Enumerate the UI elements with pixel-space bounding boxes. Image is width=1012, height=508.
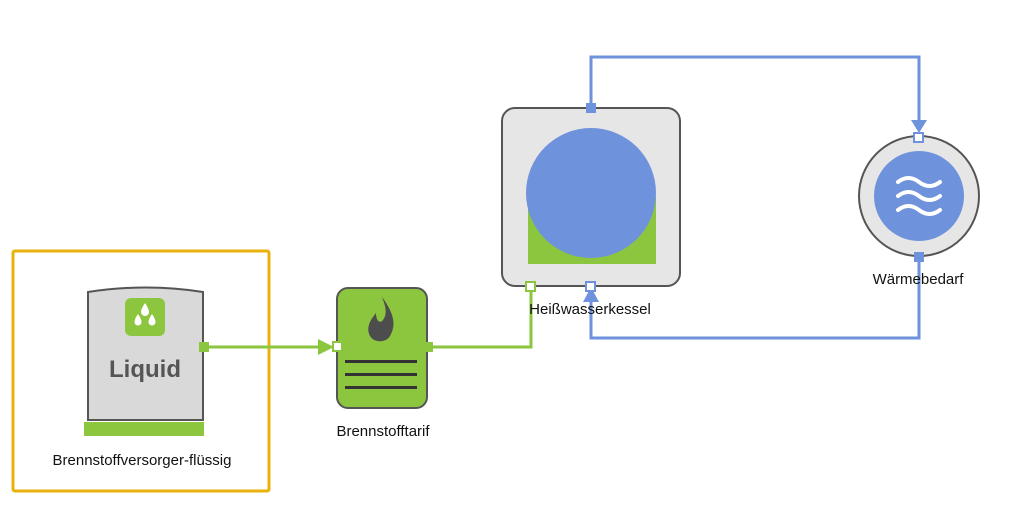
tariff-bar [345, 386, 417, 389]
port-filled[interactable] [586, 103, 596, 113]
tariff-bar [345, 373, 417, 376]
flame-icon [368, 297, 394, 342]
fuel-connections [209, 287, 533, 355]
tank-base [84, 422, 204, 436]
port-open[interactable] [332, 341, 343, 352]
boiler-label: Heißwasserkessel [529, 301, 651, 318]
waves-icon [896, 176, 942, 216]
port-filled[interactable] [423, 342, 433, 352]
port-open[interactable] [913, 132, 924, 143]
port-filled[interactable] [199, 342, 209, 352]
boiler-tank [526, 128, 656, 258]
boiler-node[interactable] [501, 107, 681, 287]
port-filled[interactable] [914, 252, 924, 262]
selection-frame[interactable] [11, 249, 271, 493]
demand-label: Wärmebedarf [872, 271, 964, 288]
tariff-label: Brennstofftarif [336, 423, 430, 440]
port-open[interactable] [585, 281, 596, 292]
droplets-icon [125, 298, 165, 336]
supplier-node[interactable]: Liquid [84, 286, 204, 437]
port-open[interactable] [525, 281, 536, 292]
liquid-tank-body [87, 286, 204, 421]
tank-text: Liquid [109, 356, 181, 383]
tariff-node[interactable] [336, 287, 428, 409]
water-connections [583, 55, 927, 340]
ports [199, 103, 924, 352]
demand-node[interactable] [858, 135, 980, 257]
tariff-box [336, 287, 428, 409]
supplier-label: Brennstoffversorger-flüssig [52, 452, 232, 469]
tariff-bar [345, 360, 417, 363]
